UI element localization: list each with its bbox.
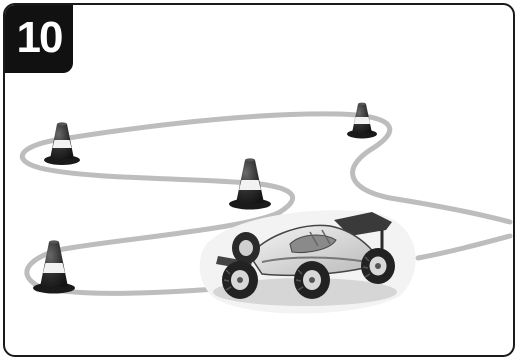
track-path-end [418, 236, 510, 258]
traffic-cone-icon [347, 103, 377, 139]
